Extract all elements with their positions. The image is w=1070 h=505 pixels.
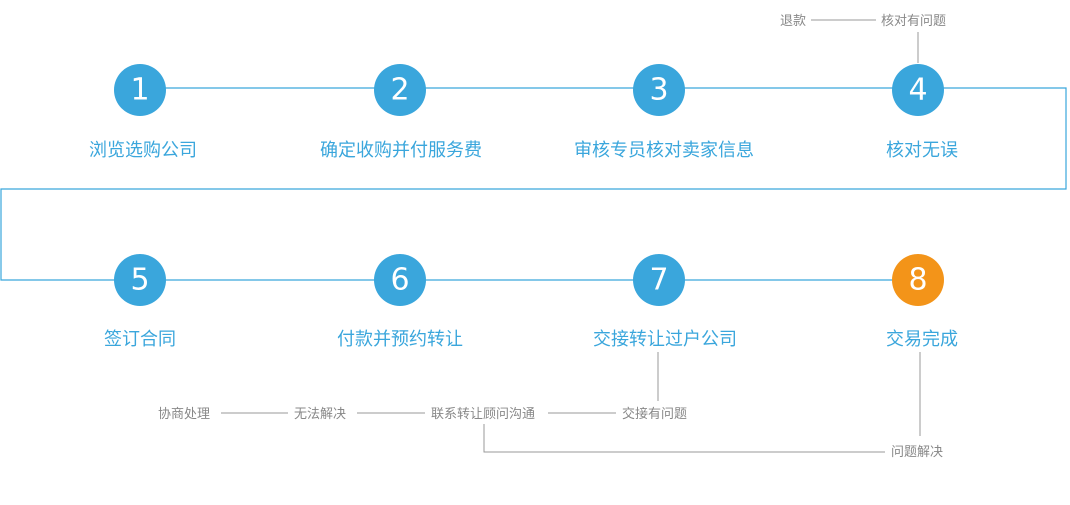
note-negotiate: 协商处理 bbox=[158, 407, 210, 422]
note-unsolvable: 无法解决 bbox=[294, 407, 346, 422]
note-problem-solved: 问题解决 bbox=[891, 445, 943, 460]
solved-connector bbox=[483, 352, 921, 453]
note-handover-issue: 交接有问题 bbox=[622, 406, 687, 422]
step-8: 8 交易完成 bbox=[886, 254, 958, 350]
step-4-circle bbox=[892, 64, 944, 116]
step-1-circle bbox=[114, 64, 166, 116]
step-8-label: 交易完成 bbox=[886, 329, 958, 350]
step-8-number: 8 bbox=[908, 263, 927, 298]
step-3: 3 审核专员核对卖家信息 bbox=[574, 64, 754, 161]
step-2-circle bbox=[374, 64, 426, 116]
step-5-label: 签订合同 bbox=[104, 329, 176, 350]
step-3-number: 3 bbox=[649, 73, 668, 108]
step-6-label: 付款并预约转让 bbox=[337, 329, 463, 350]
step-5-number: 5 bbox=[130, 263, 149, 298]
step-4-label: 核对无误 bbox=[886, 140, 958, 161]
step-7-circle bbox=[633, 254, 685, 306]
step-2-number: 2 bbox=[390, 73, 409, 108]
step-6-number: 6 bbox=[390, 263, 409, 298]
step-2: 2 确定收购并付服务费 bbox=[320, 64, 482, 161]
main-flow-line bbox=[0, 87, 1067, 281]
step-1-label: 浏览选购公司 bbox=[89, 140, 197, 161]
step-3-circle bbox=[633, 64, 685, 116]
step-7: 7 交接转让过户公司 bbox=[593, 254, 737, 350]
step-7-number: 7 bbox=[649, 263, 668, 298]
step-4-number: 4 bbox=[908, 73, 927, 108]
step-2-label: 确定收购并付服务费 bbox=[320, 140, 482, 161]
step-3-label: 审核专员核对卖家信息 bbox=[574, 140, 754, 161]
step-5-circle bbox=[114, 254, 166, 306]
step-8-circle bbox=[892, 254, 944, 306]
step-1: 1 浏览选购公司 bbox=[89, 64, 197, 161]
step-4: 4 核对无误 bbox=[886, 64, 958, 161]
note-refund: 退款 bbox=[780, 14, 806, 29]
note-check-issue: 核对有问题 bbox=[881, 14, 946, 29]
step-5: 5 签订合同 bbox=[104, 254, 176, 350]
step-6: 6 付款并预约转让 bbox=[337, 254, 463, 350]
note-contact-advisor: 联系转让顾问沟通 bbox=[431, 407, 535, 422]
step-1-number: 1 bbox=[130, 73, 149, 108]
step-7-label: 交接转让过户公司 bbox=[593, 329, 737, 350]
step-6-circle bbox=[374, 254, 426, 306]
